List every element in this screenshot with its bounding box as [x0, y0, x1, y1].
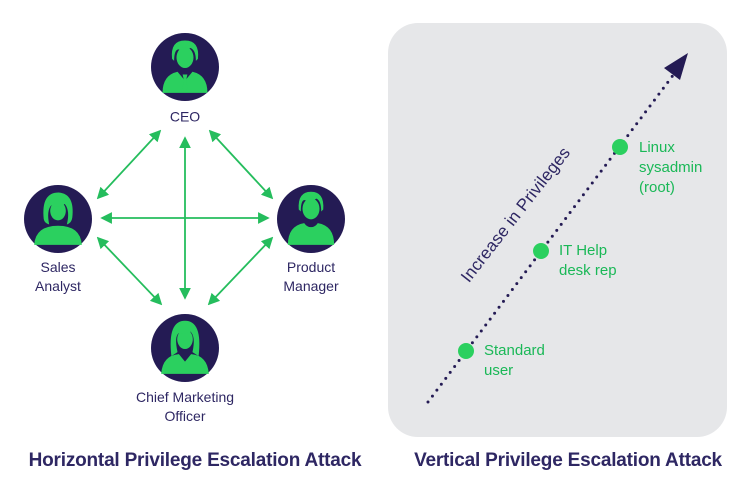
bidirectional-arrow-sales-cmo [96, 236, 163, 306]
caption-vertical-attack: Vertical Privilege Escalation Attack [414, 450, 722, 471]
node-label-ceo: CEO [169, 108, 201, 125]
ceo-avatar-icon [151, 33, 219, 101]
level-label-it-help-desk: IT Help desk rep [559, 242, 617, 279]
level-label-linux-sysadmin: Linux sysadmin (root) [639, 139, 703, 196]
level-dot-standard-user [458, 343, 474, 359]
sales-analyst-avatar-icon [24, 185, 92, 253]
bidirectional-arrow-product-cmo [207, 236, 274, 306]
node-label-sales-analyst: Sales Analyst [35, 259, 81, 294]
escalation-arrowhead [664, 53, 688, 80]
bidirectional-arrow-ceo-product [208, 129, 274, 200]
escalation-dotted-line [426, 72, 676, 404]
horizontal-attack-arrows [96, 129, 274, 306]
cmo-avatar-icon [151, 314, 219, 382]
level-label-standard-user: Standard user [484, 342, 545, 379]
node-label-cmo: Chief Marketing Officer [135, 389, 235, 424]
level-dot-linux-sysadmin [612, 139, 628, 155]
level-dot-it-help-desk [533, 243, 549, 259]
escalation-arrow [426, 53, 688, 404]
product-manager-avatar-icon [277, 185, 345, 253]
caption-horizontal-attack: Horizontal Privilege Escalation Attack [28, 450, 362, 471]
node-label-product-manager: Product Manager [283, 259, 339, 294]
bidirectional-arrow-ceo-sales [96, 129, 162, 200]
